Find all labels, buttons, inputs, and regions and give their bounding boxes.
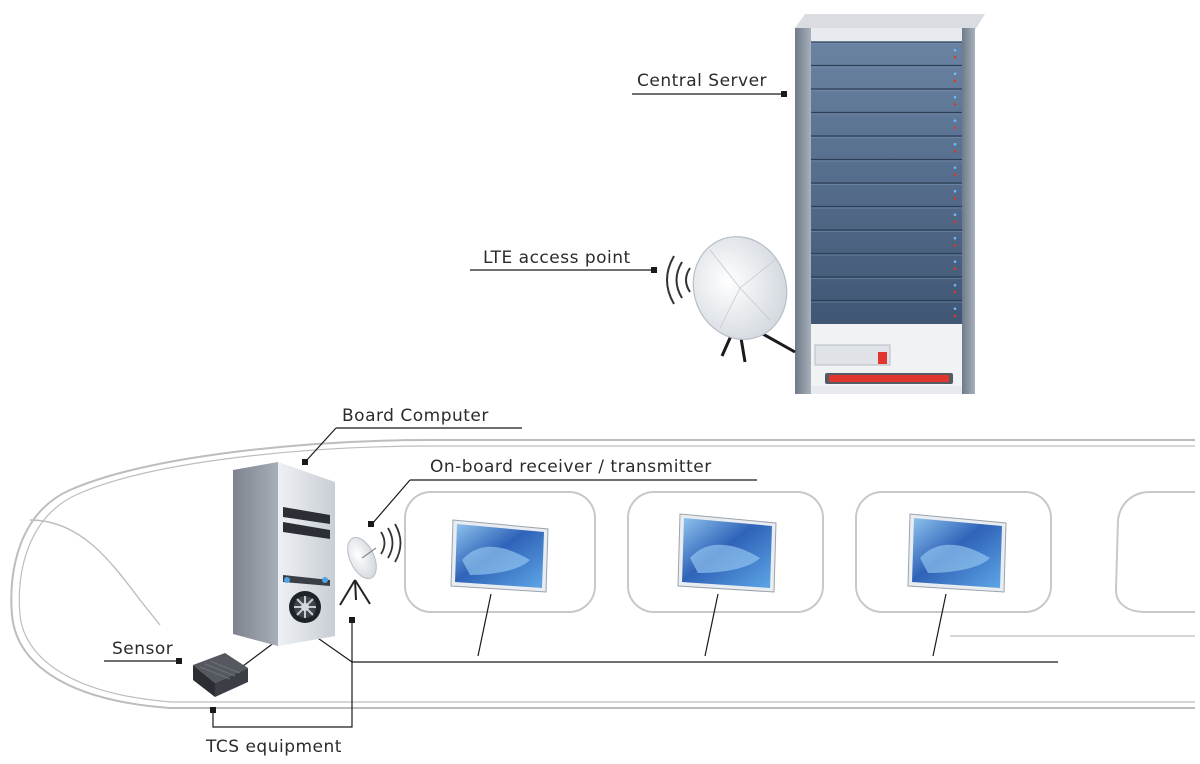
label-lte-access-point: LTE access point	[470, 248, 657, 273]
window-frame	[627, 491, 824, 613]
server-status-led	[953, 166, 957, 170]
central-server-label: Central Server	[637, 71, 767, 91]
server-status-led	[953, 95, 957, 99]
monitor-icon	[450, 519, 549, 593]
monitor-icon	[677, 513, 777, 593]
pc-tower-icon	[233, 462, 335, 646]
window-frame	[855, 491, 1052, 613]
server-status-led	[953, 267, 957, 271]
onboard-rx-tx-label: On-board receiver / transmitter	[430, 457, 712, 477]
label-tcs-equipment: TCS equipment	[205, 617, 355, 757]
server-status-led	[953, 243, 957, 247]
server-rack-icon	[795, 14, 985, 394]
satellite-dish-icon	[339, 536, 377, 606]
server-status-led	[953, 72, 957, 76]
train-outline-icon	[10, 439, 1195, 709]
server-status-led	[953, 290, 957, 294]
server-status-led	[953, 55, 957, 59]
server-status-led	[953, 314, 957, 318]
label-sensor: Sensor	[104, 639, 182, 664]
server-status-led	[953, 260, 957, 264]
label-central-server: Central Server	[632, 71, 787, 97]
label-board-computer: Board Computer	[302, 406, 522, 465]
server-slots	[811, 41, 962, 318]
tcs-equipment-label: TCS equipment	[205, 737, 342, 757]
server-status-led	[953, 213, 957, 217]
monitor-icon	[907, 513, 1007, 593]
server-status-led	[953, 283, 957, 287]
signal-waves-icon	[380, 523, 402, 563]
server-status-led	[953, 126, 957, 130]
server-status-led	[953, 102, 957, 106]
window-frame	[1114, 491, 1195, 613]
train-windows	[404, 491, 1195, 613]
lte-access-point-label: LTE access point	[483, 248, 631, 268]
server-status-led	[953, 173, 957, 177]
sensor-label: Sensor	[112, 639, 173, 659]
server-status-led	[953, 149, 957, 153]
server-status-led	[953, 48, 957, 52]
server-status-led	[953, 119, 957, 123]
window-frame	[404, 491, 596, 613]
server-status-led	[953, 196, 957, 200]
network-bus	[242, 593, 1058, 667]
server-status-led	[953, 236, 957, 240]
signal-waves-icon	[666, 255, 691, 305]
server-status-led	[953, 189, 957, 193]
satellite-dish-icon	[692, 236, 796, 363]
board-computer-label: Board Computer	[342, 406, 489, 426]
server-status-led	[953, 220, 957, 224]
server-status-led	[953, 142, 957, 146]
server-status-led	[953, 307, 957, 311]
server-status-led	[953, 79, 957, 83]
label-onboard-rx-tx: On-board receiver / transmitter	[368, 457, 757, 527]
sensor-box-icon	[193, 653, 248, 697]
